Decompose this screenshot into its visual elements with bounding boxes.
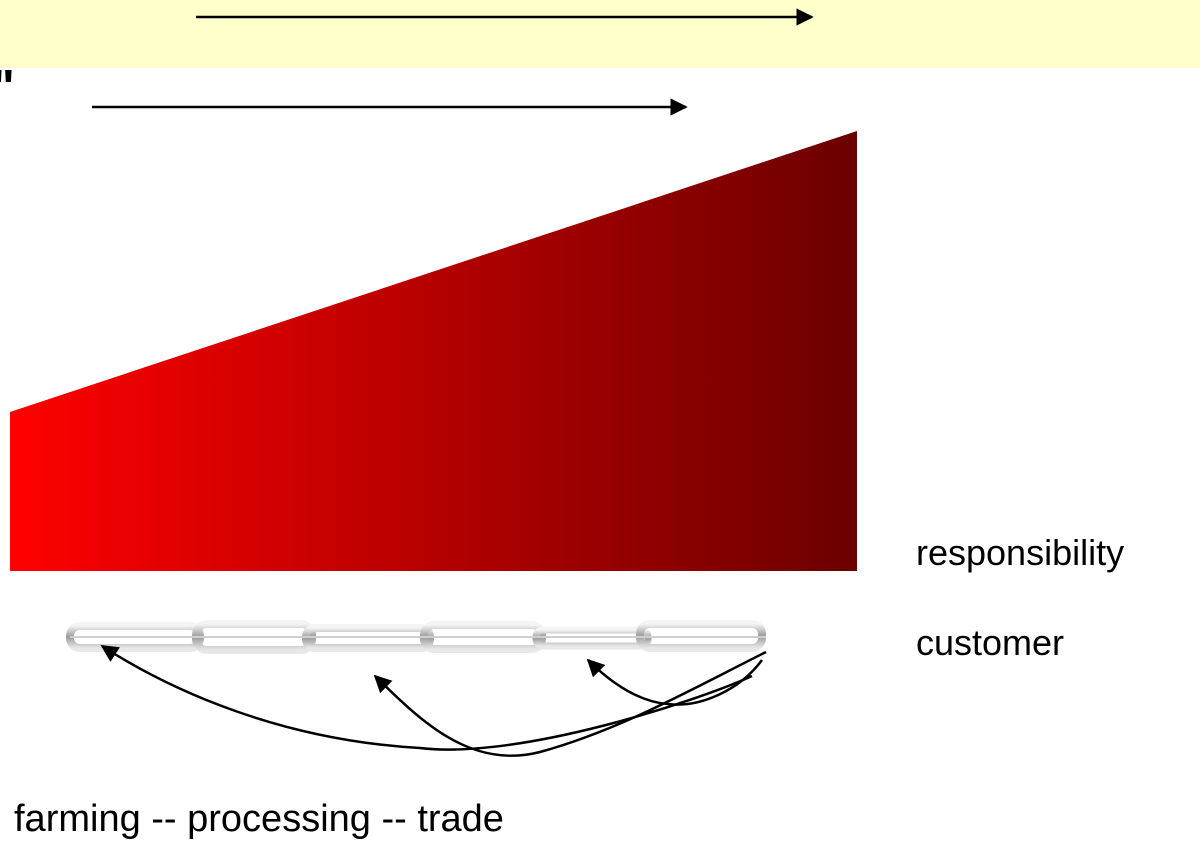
responsibility-wedge — [10, 131, 857, 571]
chain-links-icon — [66, 620, 766, 654]
feedback-arrow-farming — [100, 644, 753, 751]
customer-label: customer — [916, 622, 1065, 663]
cut-glyph: " — [0, 64, 15, 112]
feedback-arrow-trade — [586, 658, 764, 706]
top-band — [0, 0, 1200, 68]
chain-stages-label: farming -- processing -- trade — [14, 798, 504, 840]
feedback-arrow-processing — [373, 650, 767, 757]
responsibility-label: responsibility — [916, 532, 1125, 573]
